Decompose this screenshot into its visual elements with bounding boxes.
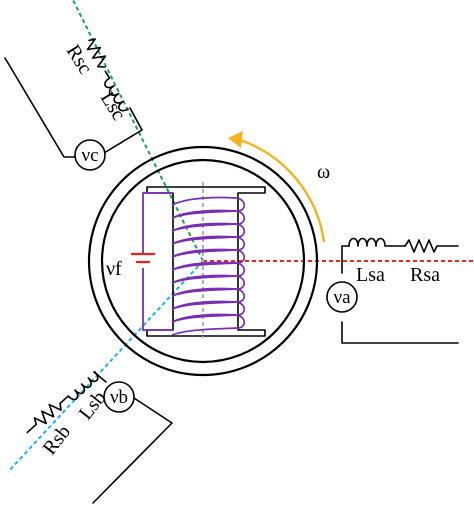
field-source-label: νf	[106, 258, 122, 280]
battery-icon	[131, 252, 155, 264]
phase-a-source	[326, 281, 358, 313]
rotation-speed-label: ω	[317, 161, 330, 183]
field-circuit	[131, 192, 173, 331]
rotor-coil-turn	[171, 300, 246, 323]
phase-a-inductor-label: Lsa	[356, 264, 385, 286]
rotor-coil-turn	[171, 196, 246, 219]
rotor-coil-turn	[171, 209, 246, 232]
rotor-coil-turn	[171, 222, 246, 245]
rotor-coil-turn	[171, 313, 246, 336]
rotor-field-winding	[171, 196, 246, 336]
phase-b-source-label: νb	[110, 387, 128, 408]
rotor-coil-turn	[171, 248, 246, 271]
rotor-coil-turn	[171, 287, 246, 310]
stator-outer-ring	[87, 145, 319, 377]
phase-c-circuit	[4, 38, 143, 171]
phase-a-circuit	[326, 237, 459, 344]
rotor-coil-turn	[171, 261, 246, 284]
phase-c-resistor	[86, 38, 107, 68]
rotation-arrow	[228, 131, 326, 243]
phase-b-resistor-label: Rsb	[39, 421, 75, 459]
phase-a-resistor-label: Rsa	[410, 264, 440, 286]
phase-b-source	[103, 381, 135, 413]
phase-a-resistor	[404, 239, 459, 253]
curved-arrow-icon	[239, 138, 326, 243]
phase-a-source-label: νa	[333, 287, 351, 308]
rotor-coil-turn	[171, 235, 246, 258]
axis-b-line	[7, 260, 204, 473]
phase-b-inductor	[60, 371, 99, 404]
phase-c-source-label: νc	[81, 145, 98, 166]
phase-c-inductor-label: Lsc	[96, 88, 130, 124]
phase-c-source	[74, 139, 106, 171]
phase-c-resistor-label: Rsc	[62, 41, 97, 78]
phase-b-resistor	[26, 402, 62, 434]
phase-c-inductor	[104, 70, 129, 112]
rotor-coil-turn	[171, 274, 246, 297]
phase-a-inductor	[348, 237, 406, 247]
stator-inner-ring	[100, 158, 306, 364]
phase-b-circuit	[26, 371, 173, 504]
